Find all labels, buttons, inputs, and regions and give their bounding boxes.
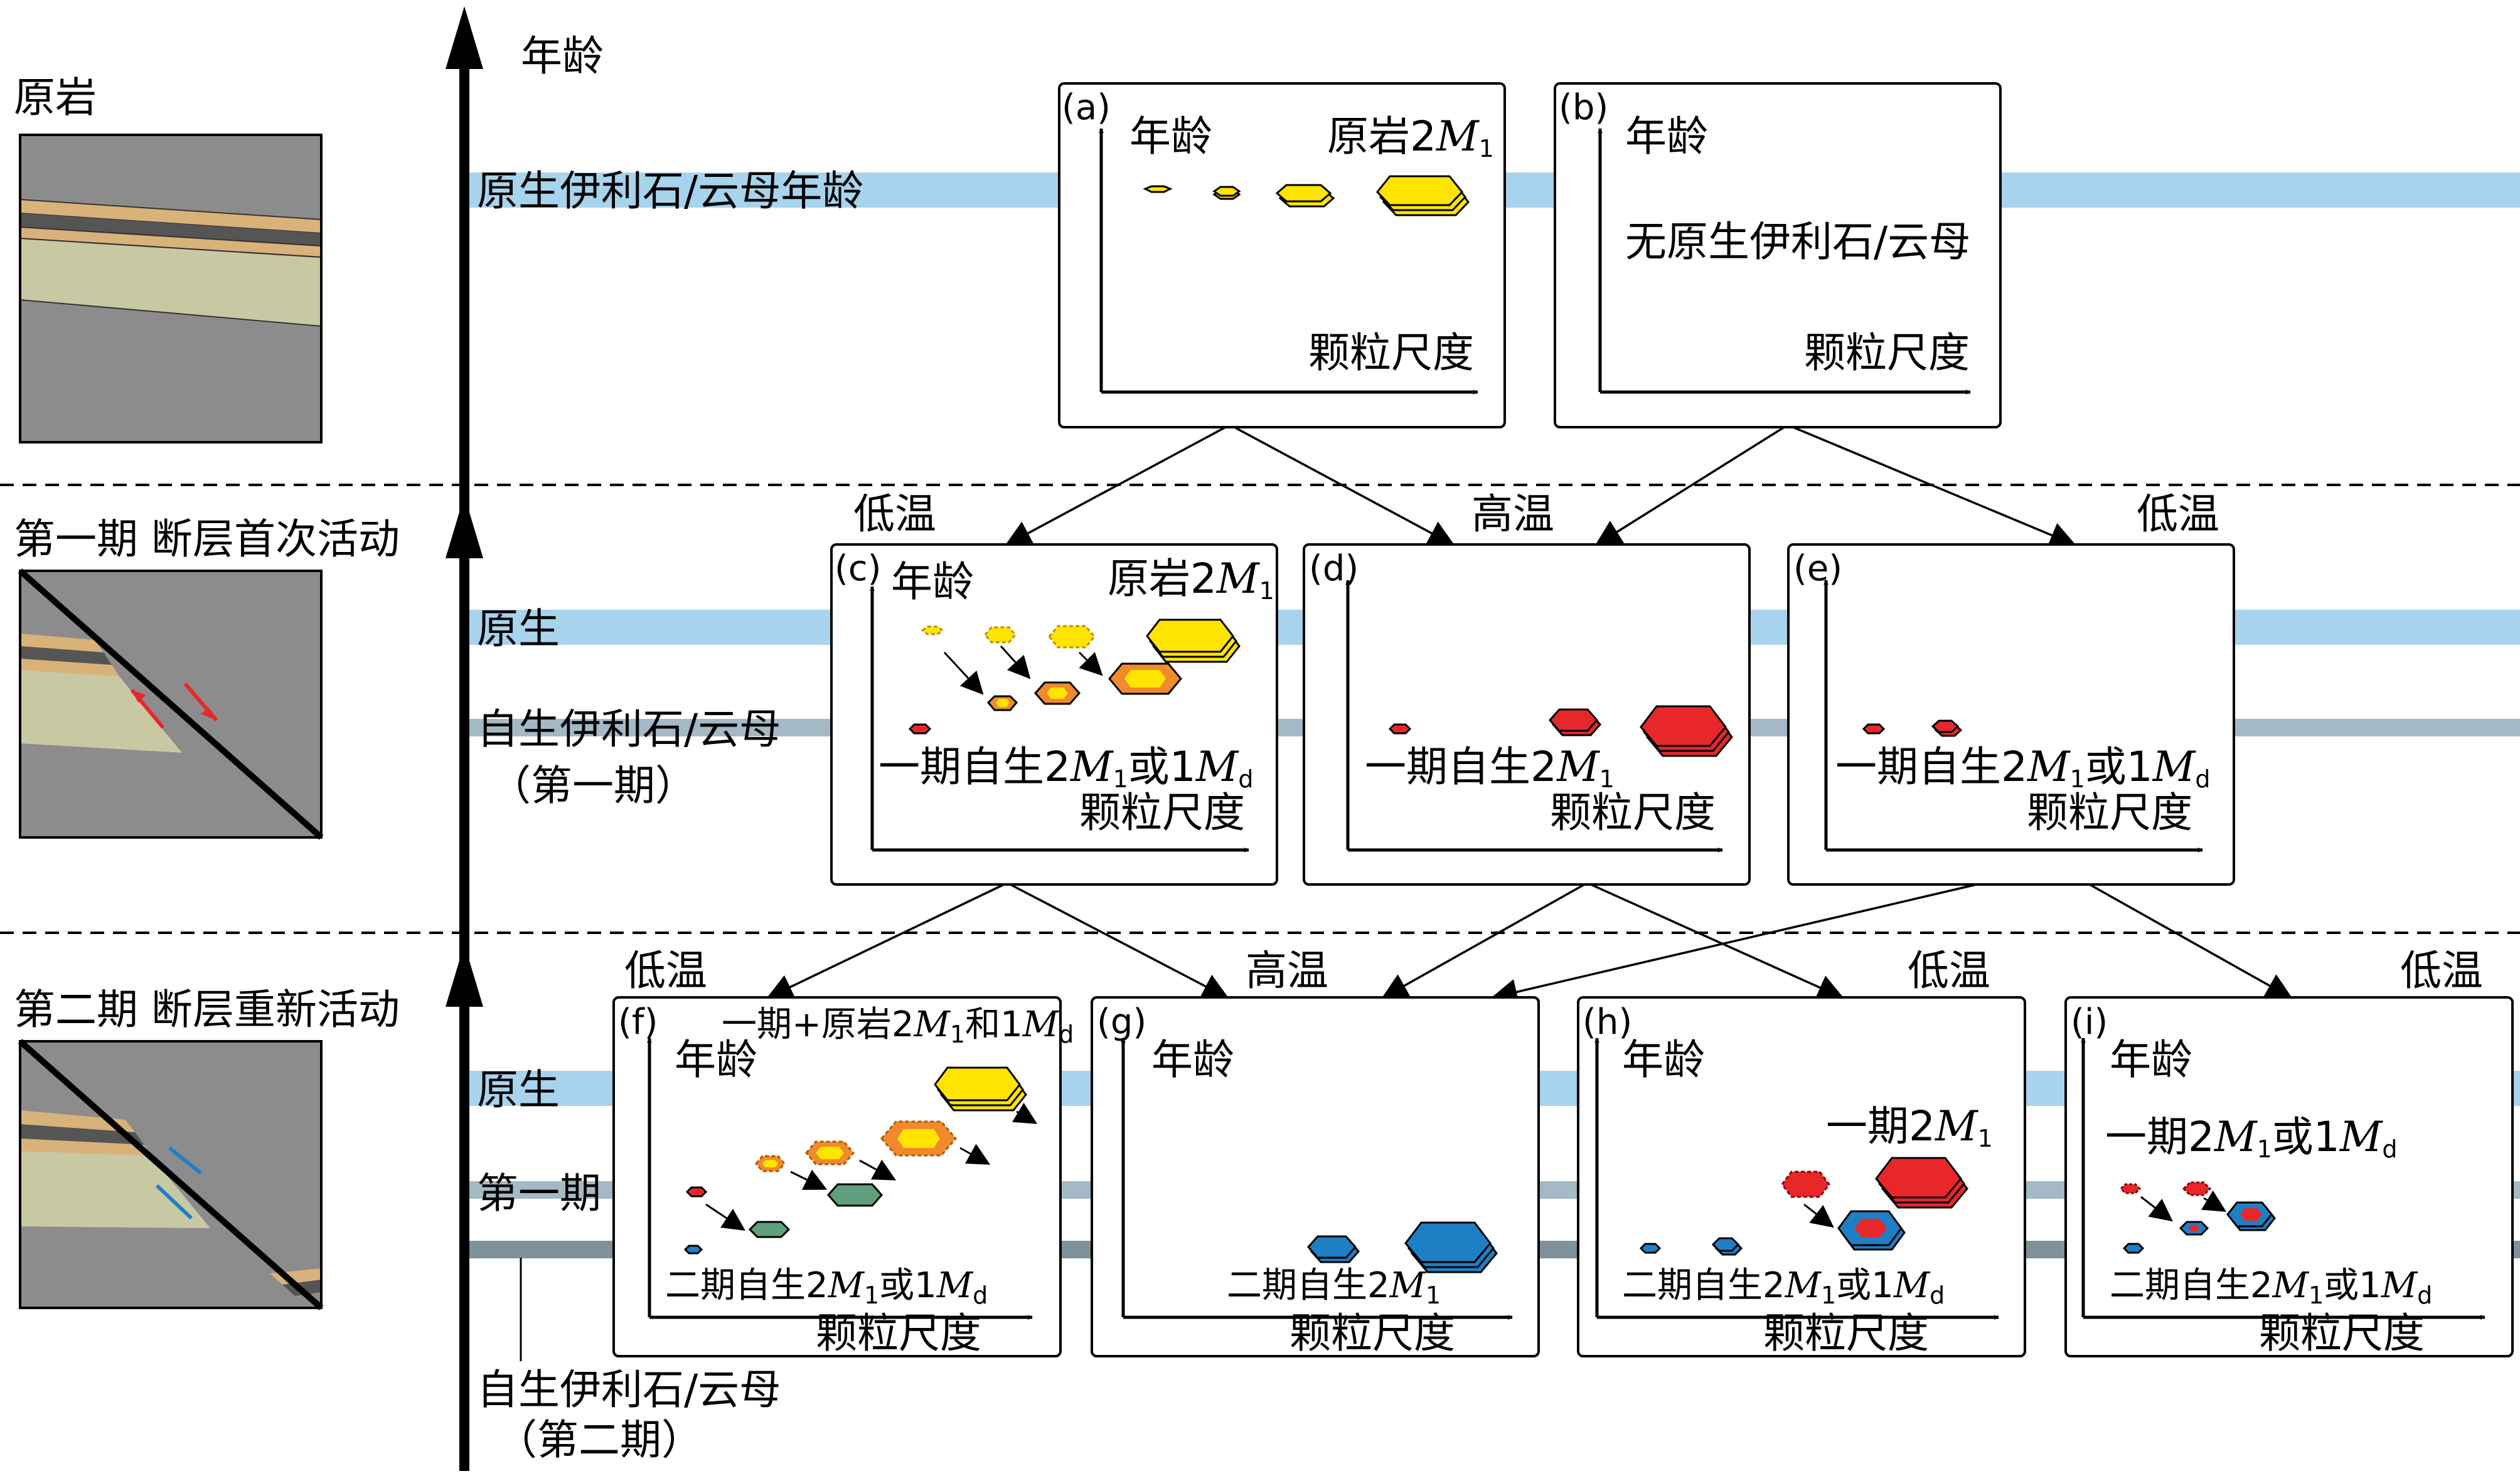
panel-i-top-note: 一期2M1或1Md (2105, 1113, 2398, 1163)
temp-label-d: 高温 (1471, 490, 1554, 538)
panel-f-crystals (683, 1066, 1038, 1255)
panel-c-bottom-note: 一期自生2M1或1Md (878, 743, 1254, 793)
rock-thumbnail-stage2 (18, 1039, 324, 1310)
panel-d-tag: (d) (1309, 548, 1359, 589)
band-label-primary-full: 原生伊利石/云母年龄 (477, 167, 863, 215)
panel-c-x-axis-label: 颗粒尺度 (1079, 788, 1245, 837)
panel-h-top-note: 一期2M1 (1826, 1102, 1993, 1152)
panel-i-x-axis-label: 颗粒尺度 (2259, 1309, 2425, 1357)
panel-e: (e) 一期自生2M1或1Md 颗粒尺度 (1787, 543, 2235, 886)
time-axis-arrow-top (446, 6, 483, 69)
panel-a: (a) 年龄 颗粒尺度 原岩2M1 (1058, 82, 1506, 428)
panel-b-x-axis-label: 颗粒尺度 (1804, 329, 1970, 377)
band-label-authigenic-stage1: 自生伊利石/云母 (477, 705, 781, 753)
panel-d: (d) 一期自生2M1 颗粒尺度 (1303, 543, 1751, 886)
panel-e-x-axis-label: 颗粒尺度 (2027, 788, 2192, 837)
temp-label-h: 低温 (1908, 947, 1990, 995)
panel-f-top-note: 一期+原岩2M1和1Md (722, 1004, 1074, 1048)
panel-b-note: 无原生伊利石/云母 (1625, 218, 1970, 266)
panel-a-note: 原岩2M1 (1327, 112, 1494, 162)
panel-b-y-axis-label: 年龄 (1625, 112, 1708, 161)
panel-d-bottom-note: 一期自生2M1 (1365, 743, 1615, 793)
band-label-primary-row3: 原生 (477, 1066, 560, 1114)
panel-h-x-axis-label: 颗粒尺度 (1763, 1309, 1929, 1357)
panel-c-tag: (c) (835, 548, 881, 589)
panel-e-crystals (1862, 719, 1963, 737)
panel-e-tag: (e) (1793, 548, 1842, 589)
panel-f-tag: (f) (618, 1002, 658, 1043)
panel-c: (c) 年龄 原岩2M1 一期自生2M1或1Md 颗粒尺度 (830, 543, 1278, 886)
panel-g: (g) 年龄 二期自生2M1 颗粒尺度 (1091, 996, 1540, 1357)
panel-d-crystals (1388, 705, 1733, 757)
panel-i-tag: (i) (2071, 1002, 2108, 1043)
row-label-stage2: 第二期 断层重新活动 (14, 985, 400, 1034)
rock-thumbnail-stage1 (18, 568, 324, 840)
panel-i: (i) 年龄 一期2M1或1Md 二期自生2M1或1Md 颗粒尺度 (2064, 996, 2514, 1357)
time-axis-arrow-mid2 (446, 944, 483, 1007)
panel-a-x-axis-label: 颗粒尺度 (1308, 329, 1474, 377)
temp-label-e: 低温 (2137, 490, 2219, 538)
panel-c-crystals (908, 619, 1241, 735)
panel-h-crystals (1639, 1157, 1968, 1256)
panel-g-crystals (1306, 1221, 1498, 1273)
panel-h-bottom-note: 二期自生2M1或1Md (1622, 1265, 1945, 1309)
panel-i-bottom-note: 二期自生2M1或1Md (2110, 1265, 2432, 1309)
connector-arrows (766, 425, 2293, 1005)
time-axis-label: 年龄 (521, 32, 604, 80)
panel-h-y-axis-label: 年龄 (1622, 1036, 1705, 1084)
band-label-stage1-paren: （第一期） (489, 762, 697, 810)
row-label-stage1: 第一期 断层首次活动 (14, 515, 400, 563)
panel-f-x-axis-label: 颗粒尺度 (816, 1309, 981, 1357)
temp-label-g: 高温 (1246, 947, 1328, 995)
panel-i-y-axis-label: 年龄 (2110, 1036, 2192, 1084)
panel-f-bottom-note: 二期自生2M1或1Md (665, 1265, 988, 1309)
panel-a-crystals (1143, 175, 1470, 216)
rock-thumbnail-protolith (19, 134, 323, 443)
temp-label-c: 低温 (853, 490, 936, 538)
panel-a-y-axis-label: 年龄 (1129, 112, 1212, 161)
panel-f-y-axis-label: 年龄 (675, 1036, 757, 1084)
panel-e-bottom-note: 一期自生2M1或1Md (1835, 743, 2211, 793)
band-label-authigenic-stage2: 自生伊利石/云母 (477, 1366, 781, 1414)
fault-arrow-blue-up (168, 1146, 202, 1175)
band-label-stage2-paren: （第二期） (496, 1416, 703, 1464)
panel-f: (f) 年龄 一期+原岩2M1和1Md 二期自生2M1或1Md 颗粒尺度 (612, 996, 1074, 1357)
panel-b-tag: (b) (1559, 87, 1608, 128)
panel-a-tag: (a) (1062, 87, 1111, 128)
time-axis-arrow-mid1 (446, 496, 483, 558)
panel-h-tag: (h) (1583, 1002, 1632, 1043)
panel-h: (h) 年龄 一期2M1 二期自生2M1或1Md 颗粒尺度 (1577, 996, 2026, 1357)
panel-c-top-note: 原岩2M1 (1108, 555, 1274, 605)
panel-c-y-axis-label: 年龄 (891, 558, 974, 606)
panel-b: (b) 年龄 无原生伊利石/云母 颗粒尺度 (1554, 82, 2002, 428)
panel-g-x-axis-label: 颗粒尺度 (1289, 1309, 1455, 1357)
temp-label-f: 低温 (624, 947, 707, 995)
panel-g-tag: (g) (1097, 1002, 1146, 1043)
panel-d-x-axis-label: 颗粒尺度 (1550, 788, 1716, 837)
panel-g-bottom-note: 二期自生2M1 (1227, 1265, 1441, 1309)
panel-i-crystals (2119, 1181, 2276, 1254)
temp-label-i: 低温 (2400, 947, 2483, 995)
fault-arrow-blue-down (155, 1184, 193, 1220)
band-label-stage1-row3: 第一期 (477, 1169, 601, 1218)
row-label-protolith: 原岩 (14, 73, 97, 122)
panel-g-y-axis-label: 年龄 (1151, 1036, 1234, 1084)
band-label-primary-row2: 原生 (477, 605, 560, 653)
